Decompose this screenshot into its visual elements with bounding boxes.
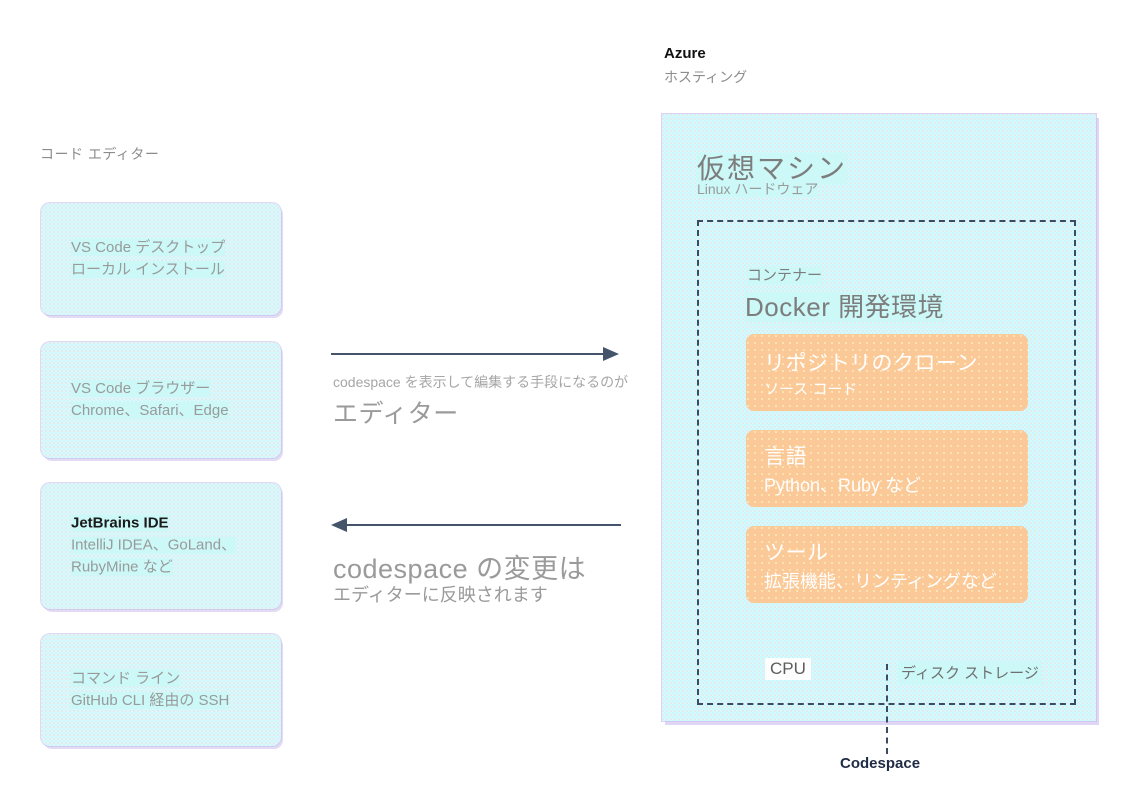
arrow-right-head-icon xyxy=(603,347,619,361)
disk-storage-label: ディスク ストレージ xyxy=(898,661,1042,684)
card-subtitle-2: RubyMine など xyxy=(71,559,173,577)
card-content: JetBrains IDE IntelliJ IDEA、GoLand、 Ruby… xyxy=(71,513,237,580)
card-title: ツール xyxy=(764,541,829,564)
card-title: VS Code デスクトップ xyxy=(71,238,226,256)
card-repository-clone[interactable]: リポジトリのクローン ソース コード xyxy=(746,334,1028,411)
caption-codespace-to-editor: codespace の変更は エディターに反映されます xyxy=(333,547,586,607)
card-subtitle: 拡張機能、リンティングなど xyxy=(764,571,997,591)
card-content: 言語 Python、Ruby など xyxy=(764,440,921,497)
card-tools[interactable]: ツール 拡張機能、リンティングなど xyxy=(746,526,1028,603)
card-command-line[interactable]: コマンド ライン GitHub CLI 経由の SSH xyxy=(41,634,281,746)
virtual-machine-subtitle: Linux ハードウェア xyxy=(697,179,819,200)
caption-editor-to-codespace: codespace を表示して編集する手段になるのが エディター xyxy=(333,372,628,430)
card-subtitle: IntelliJ IDEA、GoLand、 xyxy=(71,536,237,554)
card-subtitle: ローカル インストール xyxy=(71,261,225,278)
card-title: JetBrains IDE xyxy=(71,514,169,532)
container-label: コンテナー xyxy=(747,265,823,287)
card-subtitle: ソース コード xyxy=(764,380,858,398)
virtual-machine-box[interactable] xyxy=(662,114,1096,721)
codespace-leader-line xyxy=(886,664,888,754)
arrow-left-head-icon xyxy=(331,518,347,532)
card-content: コマンド ライン GitHub CLI 経由の SSH xyxy=(71,668,230,712)
vm-title-text: 仮想マシン xyxy=(697,153,848,184)
card-vscode-desktop[interactable]: VS Code デスクトップ ローカル インストール xyxy=(41,203,281,315)
docker-dev-environment-title: Docker 開発環境 xyxy=(745,288,945,326)
caption-line-2: エディターに反映されます xyxy=(333,585,548,605)
section-label-code-editor: コード エディター xyxy=(40,146,160,162)
card-subtitle: GitHub CLI 経由の SSH xyxy=(71,692,230,709)
card-language[interactable]: 言語 Python、Ruby など xyxy=(746,430,1028,507)
card-title: リポジトリのクローン xyxy=(764,351,978,375)
azure-title: Azure xyxy=(664,45,706,62)
card-content: ツール 拡張機能、リンティングなど xyxy=(764,536,997,593)
card-subtitle: Python、Ruby など xyxy=(764,475,922,495)
card-title: VS Code ブラウザー xyxy=(71,379,211,397)
card-content: VS Code デスクトップ ローカル インストール xyxy=(71,237,226,281)
card-vscode-browser[interactable]: VS Code ブラウザー Chrome、Safari、Edge xyxy=(41,342,281,458)
card-jetbrains-ide[interactable]: JetBrains IDE IntelliJ IDEA、GoLand、 Ruby… xyxy=(41,483,281,609)
codespace-label: Codespace xyxy=(840,755,921,772)
card-subtitle: Chrome、Safari、Edge xyxy=(71,402,229,419)
caption-line-1: codespace の変更は xyxy=(333,554,587,584)
docker-title-text: Docker 開発環境 xyxy=(745,292,945,322)
caption-line-1: codespace を表示して編集する手段になるのが xyxy=(333,374,629,390)
vm-subtitle-text: Linux ハードウェア xyxy=(697,181,819,197)
card-title: コマンド ライン xyxy=(71,669,181,687)
cpu-label: CPU xyxy=(765,658,811,680)
arrow-right-icon xyxy=(331,353,607,355)
virtual-machine-title: 仮想マシン xyxy=(697,148,848,189)
card-title: 言語 xyxy=(764,445,807,468)
caption-line-2: エディター xyxy=(333,400,459,428)
arrow-left-icon xyxy=(347,524,621,526)
container-label-text: コンテナー xyxy=(747,267,823,284)
card-content: リポジトリのクローン ソース コード xyxy=(764,347,978,399)
card-content: VS Code ブラウザー Chrome、Safari、Edge xyxy=(71,378,229,422)
azure-subtitle: ホスティング xyxy=(664,69,748,85)
